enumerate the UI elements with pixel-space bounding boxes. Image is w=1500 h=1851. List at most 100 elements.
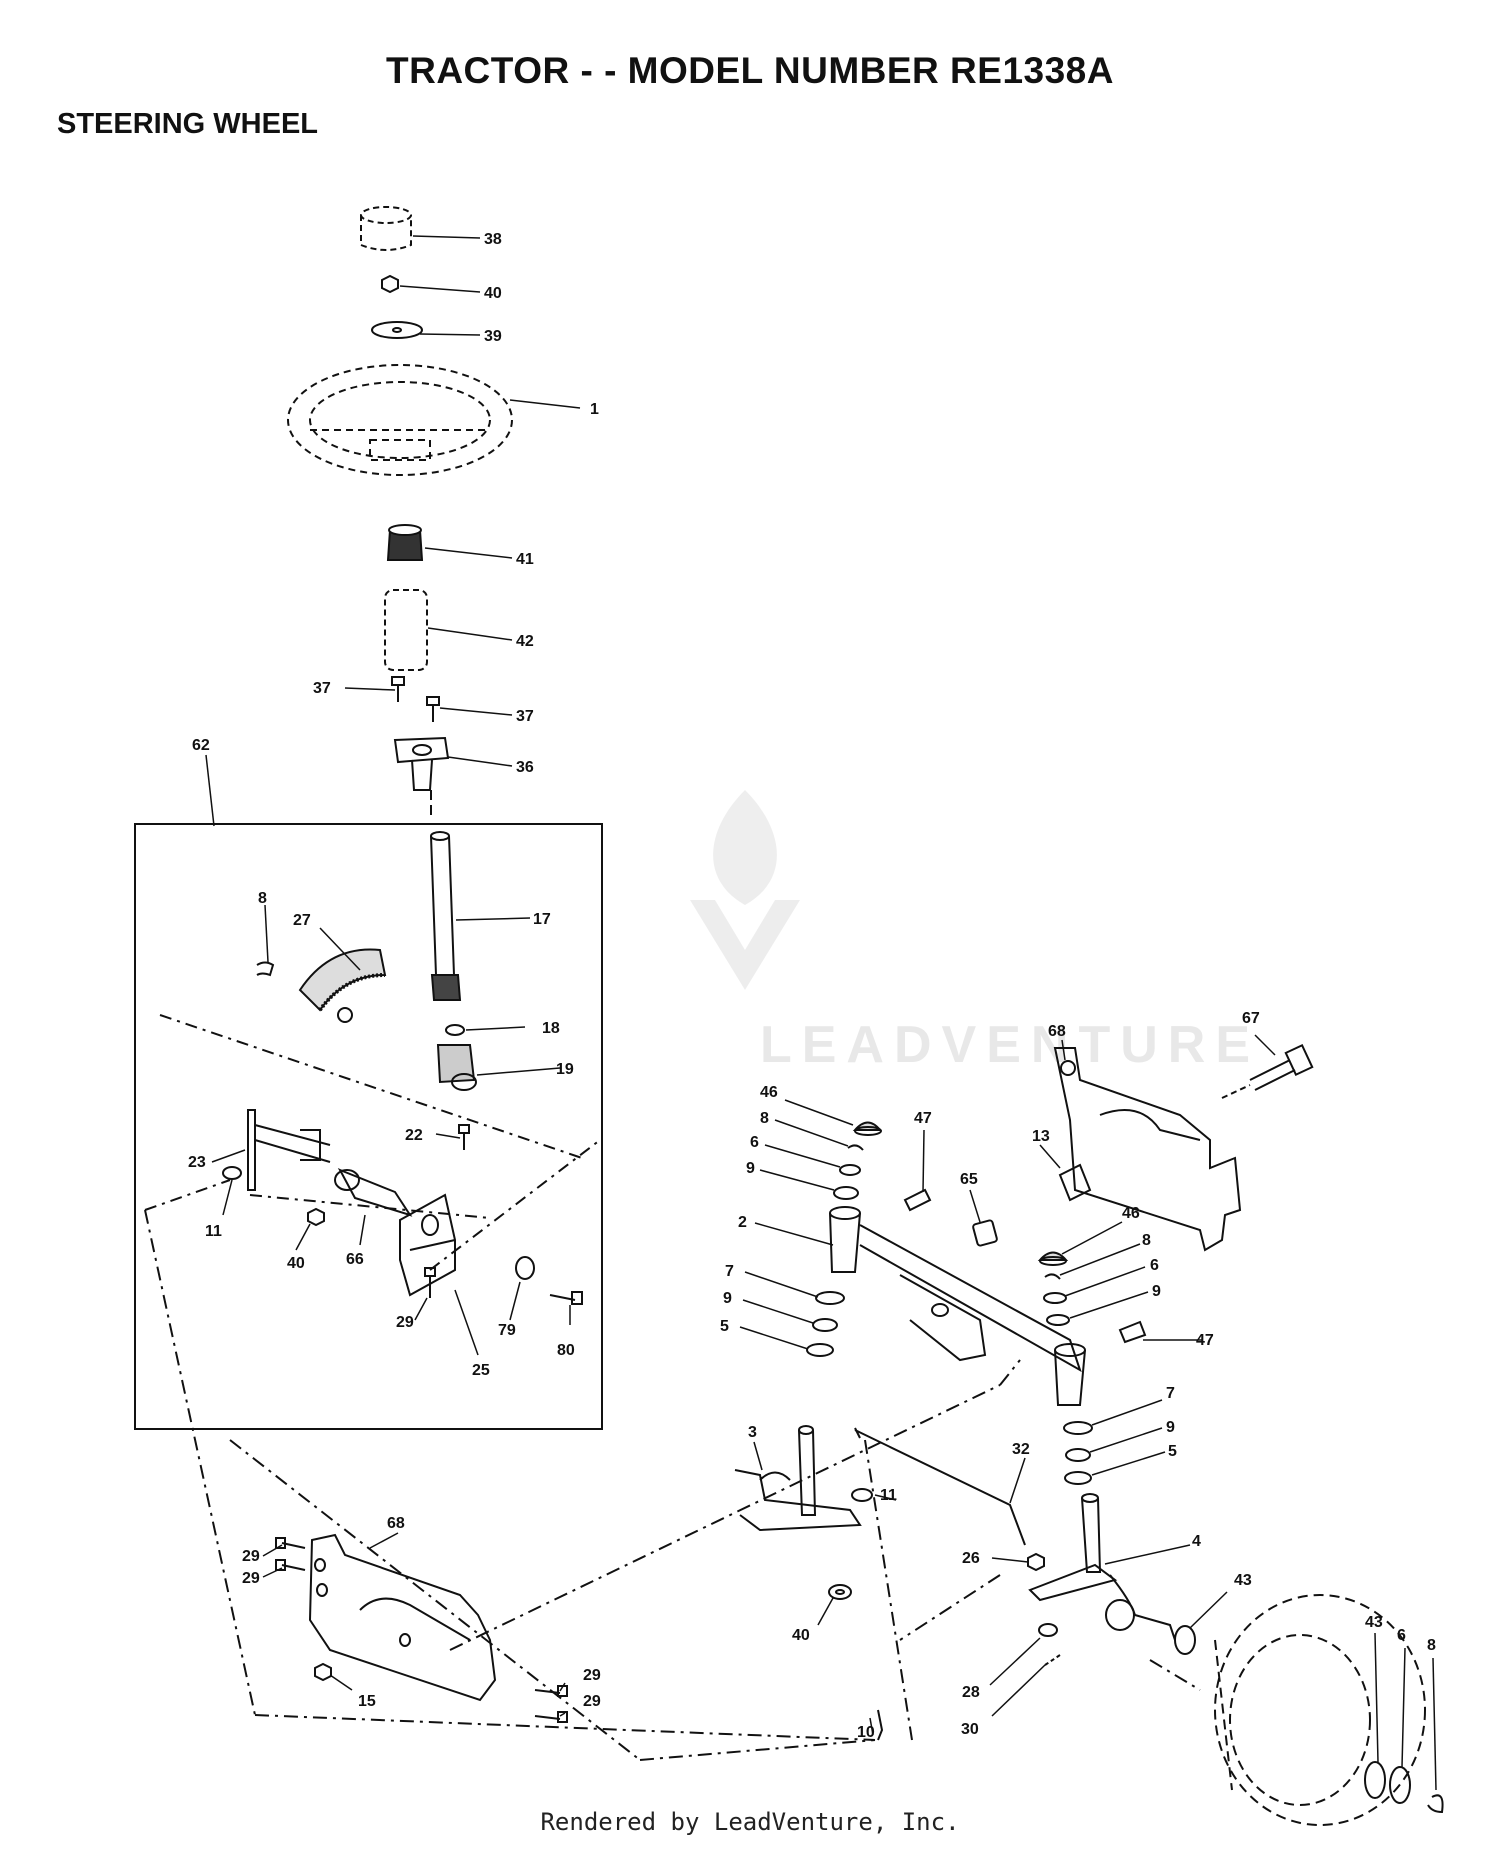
washer-part [812, 1318, 838, 1332]
callout-32: 32 [1012, 1441, 1030, 1458]
callout-41: 41 [516, 551, 534, 568]
callout-9: 9 [746, 1160, 755, 1177]
callout-7: 7 [725, 1263, 734, 1280]
drag-link-part [854, 1427, 1026, 1546]
shaft-bracket-part [247, 1109, 331, 1191]
cap-part [852, 1121, 883, 1136]
washer-part [1043, 1292, 1067, 1304]
nut-part [314, 1662, 332, 1682]
callout-22: 22 [405, 1127, 423, 1144]
callout-29: 29 [583, 1667, 601, 1684]
callout-67: 67 [1242, 1010, 1260, 1027]
callout-42: 42 [516, 633, 534, 650]
callout-18: 18 [542, 1020, 560, 1037]
spacer-part [1058, 1163, 1092, 1202]
front-axle-part [829, 1206, 1086, 1406]
callout-6: 6 [750, 1134, 759, 1151]
bolt-part [424, 1267, 436, 1298]
bolt-part [458, 1124, 470, 1150]
callout-6: 6 [1397, 1627, 1406, 1644]
callout-7: 7 [1166, 1385, 1175, 1402]
washer-part [833, 1186, 859, 1200]
callout-23: 23 [188, 1154, 206, 1171]
callout-40: 40 [484, 285, 502, 302]
callout-30: 30 [961, 1721, 979, 1738]
callout-3: 3 [748, 1424, 757, 1441]
pin-part [1427, 1794, 1444, 1814]
callout-6: 6 [1150, 1257, 1159, 1274]
frame-bracket-part [308, 1533, 497, 1702]
callout-10: 10 [857, 1724, 875, 1741]
leadventure-watermark: LEADVENTURE [690, 790, 1260, 1074]
callout-29: 29 [396, 1314, 414, 1331]
front-wheel-part [1214, 1594, 1426, 1826]
callout-9: 9 [1152, 1283, 1161, 1300]
callout-13: 13 [1032, 1128, 1050, 1145]
pin-part [256, 961, 275, 977]
steering-shaft-part [430, 831, 462, 1001]
callout-11: 11 [205, 1223, 222, 1240]
washer-part [515, 1256, 535, 1280]
page-title: TRACTOR - - MODEL NUMBER RE1338A [386, 50, 1114, 91]
bolt-part [549, 1291, 583, 1305]
callout-62: 62 [192, 737, 210, 754]
left-spindle-part [734, 1425, 862, 1532]
callout-5: 5 [1168, 1443, 1177, 1460]
callout-8: 8 [258, 890, 267, 907]
callout-68: 68 [387, 1515, 405, 1532]
cotter-pin-part [1044, 1654, 1061, 1666]
bolt-part [275, 1537, 568, 1723]
callout-47: 47 [1196, 1332, 1214, 1349]
bolt-part [391, 676, 440, 722]
callout-38: 38 [484, 231, 502, 248]
washer-part [371, 321, 423, 339]
steering-wheel-part [287, 364, 513, 476]
callout-29: 29 [583, 1693, 601, 1710]
callout-27: 27 [293, 912, 311, 929]
washer-part [851, 1488, 873, 1502]
bolt-part [1221, 1043, 1314, 1099]
callout-66: 66 [346, 1251, 364, 1268]
callout-26: 26 [962, 1550, 980, 1567]
washer-part [1174, 1625, 1196, 1655]
callout-29: 29 [242, 1548, 260, 1565]
callout-8: 8 [1142, 1232, 1151, 1249]
callout-46: 46 [760, 1084, 778, 1101]
callout-37: 37 [516, 708, 534, 725]
callout-9: 9 [1166, 1419, 1175, 1436]
callout-1: 1 [590, 401, 599, 418]
callout-leaders [205, 235, 1437, 1791]
steering-assembly-inset [134, 823, 603, 1430]
callout-17: 17 [533, 911, 551, 928]
callout-15: 15 [358, 1693, 376, 1710]
thrust-washer-part [445, 1024, 465, 1036]
pin-part [847, 1144, 864, 1151]
washer-part [222, 1166, 242, 1180]
washer-part [1063, 1421, 1093, 1435]
callout-5: 5 [720, 1318, 729, 1335]
gear-segment-part [298, 948, 387, 1023]
right-spindle-part [1028, 1493, 1176, 1641]
grease-fitting-part [1118, 1320, 1147, 1344]
callout-68: 68 [1048, 1023, 1066, 1040]
steering-cap-part [360, 206, 412, 251]
cap-part [1037, 1251, 1069, 1266]
bushing-bracket-part [393, 736, 450, 815]
callout-19: 19 [556, 1061, 574, 1078]
watermark-text: LEADVENTURE [760, 1016, 1260, 1074]
callout-8: 8 [1427, 1637, 1436, 1654]
pin-part [1044, 1273, 1061, 1280]
frame-bracket-part [1053, 1047, 1242, 1252]
callout-40: 40 [287, 1255, 305, 1272]
callout-11: 11 [880, 1487, 897, 1504]
washer-part [839, 1164, 861, 1176]
callout-4: 4 [1192, 1533, 1201, 1550]
nut-part [307, 1207, 325, 1227]
callout-40: 40 [792, 1627, 810, 1644]
callout-2: 2 [738, 1214, 747, 1231]
callout-29: 29 [242, 1570, 260, 1587]
callout-43: 43 [1234, 1572, 1252, 1589]
washer-part [1364, 1761, 1386, 1799]
bracket-part [399, 1193, 456, 1297]
